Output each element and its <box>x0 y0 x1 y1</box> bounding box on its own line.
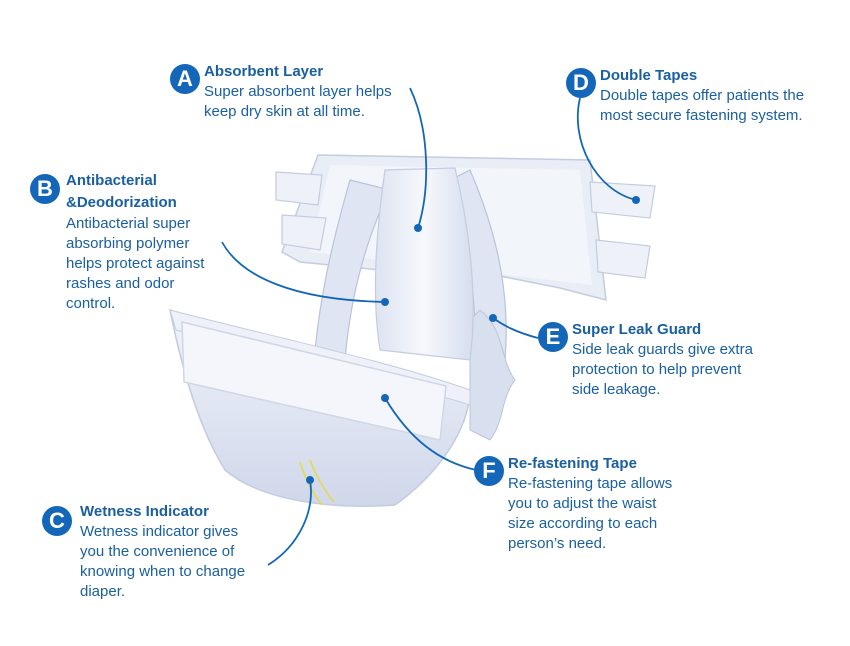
leader-a <box>409 87 428 229</box>
dot-e <box>489 314 497 322</box>
callout-d-desc: Double tapes offer patients the most sec… <box>600 87 805 124</box>
leader-c <box>267 479 312 566</box>
leader-b <box>221 241 386 303</box>
badge-b: B <box>30 174 60 204</box>
badge-e: E <box>538 322 568 352</box>
callout-b-desc: Antibacterial super absorbing polymer he… <box>66 215 205 312</box>
absorbent-core <box>374 167 474 361</box>
dot-d <box>632 196 640 204</box>
badge-f: F <box>474 456 504 486</box>
leader-dots <box>306 196 640 484</box>
callout-c-desc: Wetness indicator gives you the convenie… <box>80 523 246 600</box>
callout-a-title: Absorbent Layer <box>204 63 324 80</box>
dot-a <box>414 224 422 232</box>
callout-absorbent-layer: A Absorbent Layer Super absorbent layer … <box>170 62 392 122</box>
double-tapes <box>275 171 656 279</box>
callout-e-title: Super Leak Guard <box>572 321 702 338</box>
callout-f-title: Re-fastening Tape <box>508 455 637 472</box>
leader-f <box>384 397 477 471</box>
leader-lines <box>221 87 637 566</box>
callout-c-title: Wetness Indicator <box>80 503 209 520</box>
badge-a: A <box>170 64 200 94</box>
callout-a-desc: Super absorbent layer helps keep dry ski… <box>204 83 392 120</box>
callout-d-title: Double Tapes <box>600 67 698 84</box>
callout-wetness-indicator: C Wetness Indicator Wetness indicator gi… <box>42 502 245 602</box>
callout-f-desc: Re-fastening tape allows you to adjust t… <box>508 475 673 552</box>
callout-refastening-tape: F Re-fastening Tape Re-fastening tape al… <box>474 454 672 554</box>
callout-b-title: Antibacterial &Deodorization <box>66 172 177 211</box>
dot-c <box>306 476 314 484</box>
callout-double-tapes: D Double Tapes Double tapes offer patien… <box>566 66 804 126</box>
wetness-indicator-lines <box>299 459 335 506</box>
badge-c: C <box>42 506 72 536</box>
callout-antibacterial: B Antibacterial &Deodorization Antibacte… <box>30 170 204 314</box>
dot-b <box>381 298 389 306</box>
badge-d: D <box>566 68 596 98</box>
callout-super-leak-guard: E Super Leak Guard Side leak guards give… <box>538 320 753 400</box>
callout-e-desc: Side leak guards give extra protection t… <box>572 341 753 398</box>
leader-d <box>576 97 637 201</box>
dot-f <box>381 394 389 402</box>
refastening-tape-shape <box>181 321 447 441</box>
